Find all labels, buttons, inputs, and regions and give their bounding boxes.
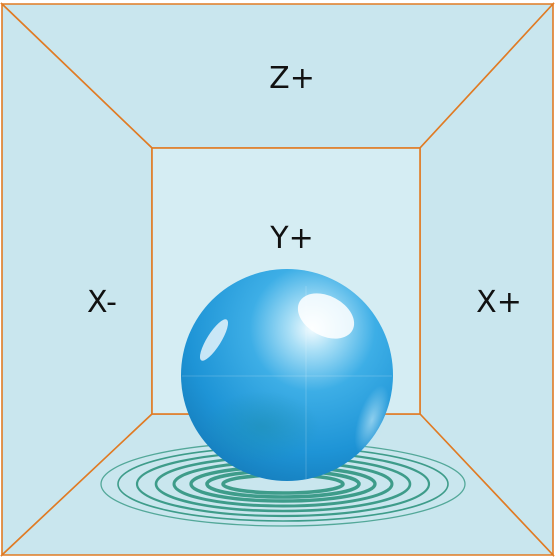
- label-x-minus: X-: [87, 285, 117, 320]
- label-x-plus: X+: [476, 285, 522, 320]
- label-y-plus: Y+: [269, 221, 313, 256]
- label-z-plus: Z+: [269, 61, 315, 96]
